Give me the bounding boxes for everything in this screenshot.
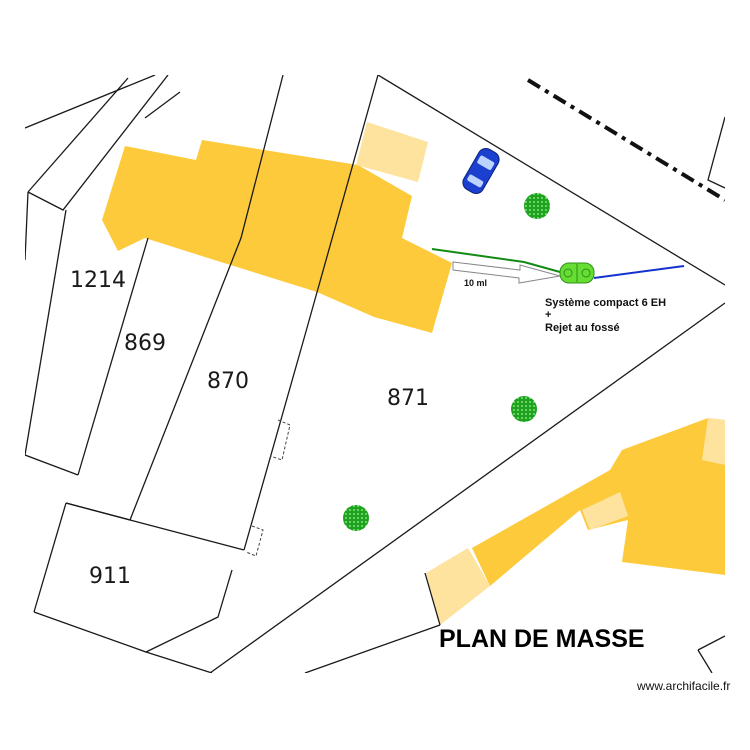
- parcel-label-1214: 1214: [70, 268, 126, 293]
- tree-icon: [343, 505, 369, 531]
- supply-pipe: [431, 248, 561, 273]
- tree-icon: [524, 193, 550, 219]
- septic-tank-icon: [559, 262, 595, 284]
- building-southeast-light-2: [582, 492, 628, 530]
- plan-title: PLAN DE MASSE: [439, 625, 645, 653]
- system-label-line1: Système compact 6 EH: [545, 297, 666, 309]
- building-main: [102, 140, 452, 333]
- dash-dot-boundary: [526, 78, 725, 202]
- building-southeast: [472, 418, 725, 586]
- distance-label: 10 ml: [464, 278, 487, 288]
- building-southeast-light-1: [426, 548, 490, 625]
- parcel-label-869: 869: [124, 331, 166, 356]
- parcel-label-870: 870: [207, 369, 249, 394]
- system-label-line3: Rejet au fossé: [545, 322, 620, 334]
- car-icon: [462, 148, 500, 194]
- parcel-label-911: 911: [89, 564, 131, 589]
- building-annex-light: [356, 122, 428, 182]
- building-southeast-light-3: [702, 418, 725, 465]
- cadastral-boundaries: [25, 75, 725, 673]
- system-label-line2: +: [545, 309, 551, 321]
- credit-watermark: www.archifacile.fr: [636, 679, 730, 693]
- discharge-pipe: [593, 265, 685, 279]
- tree-icon: [511, 396, 537, 422]
- dashed-notches: [245, 419, 291, 557]
- distance-arrow-icon: [452, 261, 561, 284]
- parcel-label-871: 871: [387, 386, 429, 411]
